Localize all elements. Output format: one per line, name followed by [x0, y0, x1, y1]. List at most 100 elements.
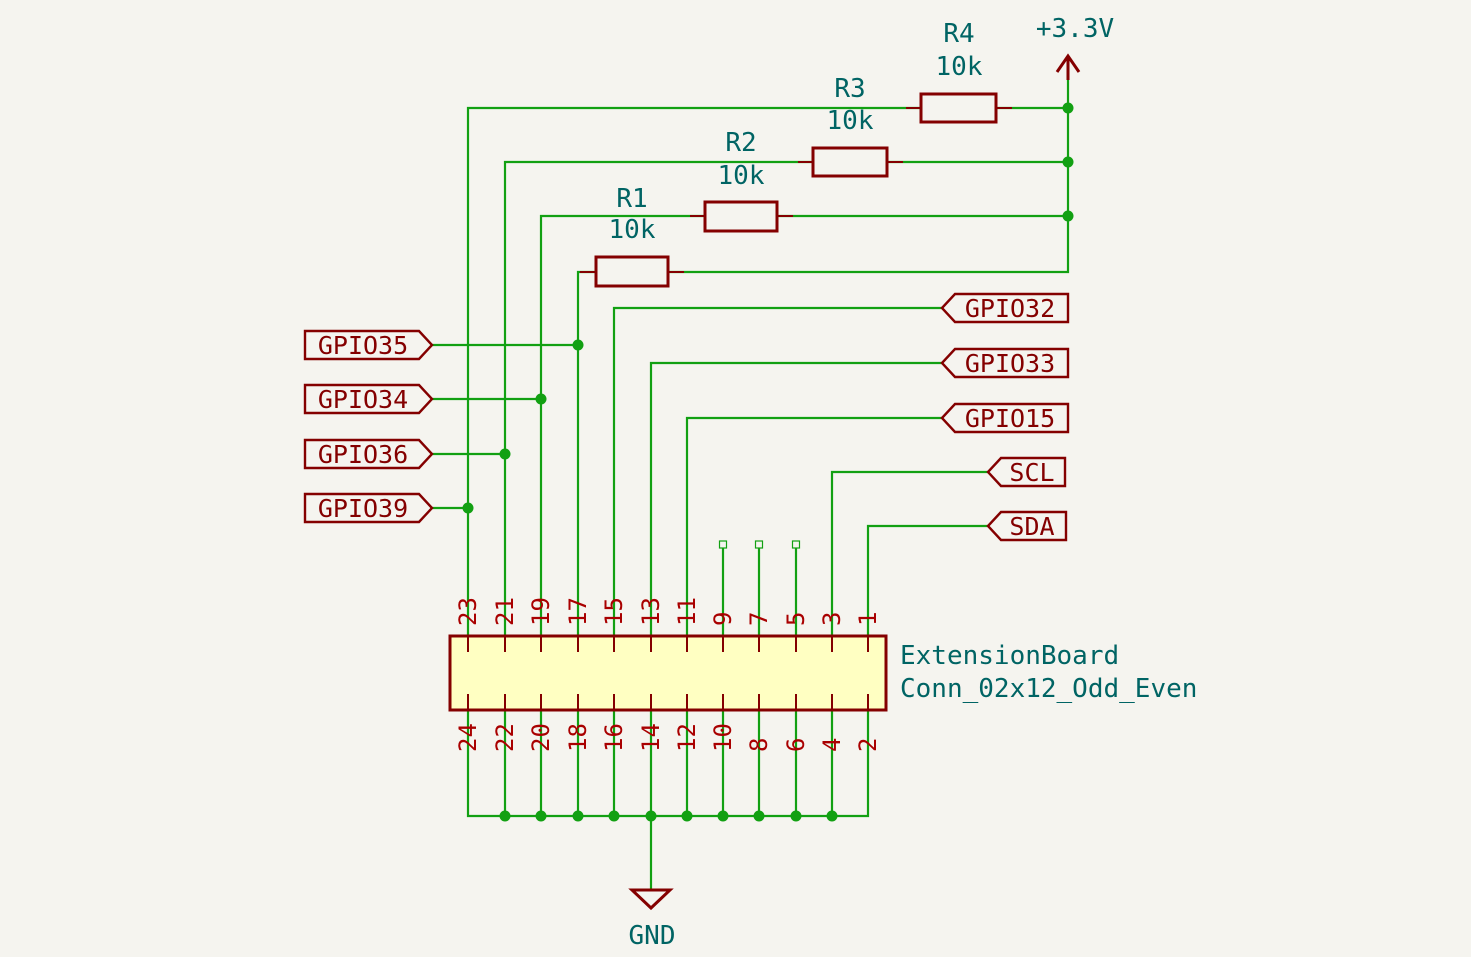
- pin-number-top: 17: [564, 597, 592, 626]
- junction-dot: [1062, 156, 1074, 168]
- pin-number-top: 5: [782, 612, 810, 626]
- label-text: GPIO33: [965, 349, 1055, 378]
- pin-number-bottom: 18: [564, 723, 592, 752]
- label-sda[interactable]: SDA: [986, 510, 1068, 542]
- label-gpio32[interactable]: GPIO32: [940, 292, 1070, 324]
- label-gpio33[interactable]: GPIO33: [940, 347, 1070, 379]
- pin-number-bottom: 12: [673, 723, 701, 752]
- ground-drops: [503, 710, 834, 890]
- net-pin23-wire: [466, 106, 920, 636]
- pin-number-bottom: 20: [527, 723, 555, 752]
- junction-dot: [1062, 102, 1074, 114]
- junction-dot: [681, 810, 693, 822]
- resistor-r2[interactable]: R2 10k: [690, 128, 793, 233]
- pin-number-bottom: 4: [818, 738, 846, 752]
- resistor-icon: [703, 200, 779, 233]
- pin-number-top: 3: [818, 612, 846, 626]
- label-shape: [303, 492, 434, 524]
- resistor-icon: [811, 146, 889, 178]
- pin-number-top: 9: [709, 612, 737, 626]
- label-text: GPIO39: [318, 494, 408, 523]
- label-shape: [940, 402, 1070, 434]
- gpio15-wire: [685, 416, 942, 636]
- resistor-value: 10k: [718, 161, 765, 191]
- label-gpio15[interactable]: GPIO15: [940, 402, 1070, 434]
- junction-dot: [572, 810, 584, 822]
- gnd-symbol[interactable]: GND: [628, 888, 676, 951]
- pin-number-top: 1: [854, 612, 882, 626]
- resistor-r3[interactable]: R3 10k: [798, 74, 903, 178]
- scl-wire: [830, 470, 988, 636]
- label-text: GPIO35: [318, 331, 408, 360]
- ground-bus-wire: [466, 710, 870, 818]
- label-shape: [940, 347, 1070, 379]
- resistor-ref: R2: [725, 128, 756, 158]
- label-text: GPIO34: [318, 385, 408, 414]
- junction-dot: [645, 810, 657, 822]
- resistor-ref: R4: [943, 19, 974, 49]
- label-text: GPIO32: [965, 294, 1055, 323]
- pin-number-bottom: 2: [854, 738, 882, 752]
- junction-dot: [572, 339, 584, 351]
- label-shape: [303, 383, 434, 415]
- vcc-label: +3.3V: [1036, 14, 1114, 44]
- junction-dot: [717, 810, 729, 822]
- label-text: GPIO15: [965, 404, 1055, 433]
- net-pin19-wire: [539, 214, 704, 636]
- label-gpio39[interactable]: GPIO39: [303, 492, 434, 524]
- pin-number-bottom: 24: [454, 723, 482, 752]
- junctions: [462, 102, 1074, 822]
- label-shape: [986, 510, 1068, 542]
- pin-number-bottom: 10: [709, 723, 737, 752]
- junction-dot: [499, 448, 511, 460]
- ground-icon: [628, 888, 674, 911]
- resistor-value: 10k: [936, 52, 983, 82]
- resistor-value: 10k: [609, 215, 656, 245]
- junction-dot: [608, 810, 620, 822]
- pin-number-bottom: 16: [600, 723, 628, 752]
- label-gpio36[interactable]: GPIO36: [303, 438, 434, 470]
- connector-body: [448, 634, 888, 712]
- junction-dot: [462, 502, 474, 514]
- junction-dot: [535, 393, 547, 405]
- resistor-icon: [594, 255, 670, 288]
- pin-number-top: 21: [491, 597, 519, 626]
- pin-number-bottom: 22: [491, 723, 519, 752]
- junction-dot: [1062, 210, 1074, 222]
- sda-wire: [866, 524, 988, 636]
- junction-dot: [535, 810, 547, 822]
- label-gpio35[interactable]: GPIO35: [303, 329, 434, 361]
- pin-number-top: 13: [637, 597, 665, 626]
- label-shape: [986, 456, 1067, 488]
- junction-dot: [753, 810, 765, 822]
- label-gpio34[interactable]: GPIO34: [303, 383, 434, 415]
- no-connect-icon: [754, 540, 764, 549]
- no-connect-markers: [718, 540, 801, 549]
- pin-number-top: 7: [745, 612, 773, 626]
- label-scl[interactable]: SCL: [986, 456, 1067, 488]
- power-arrow-icon: [1055, 53, 1081, 80]
- resistor-r4[interactable]: R4 10k: [906, 19, 1012, 124]
- connector-pin-stubs: [467, 636, 869, 710]
- label-text: SCL: [1009, 458, 1054, 487]
- vcc-symbol[interactable]: +3.3V: [1036, 14, 1114, 80]
- resistor-ref: R3: [834, 74, 865, 104]
- pin-number-top: 23: [454, 597, 482, 626]
- label-text: SDA: [1009, 512, 1054, 541]
- resistor-icon: [919, 92, 998, 124]
- gpio33-wire: [649, 361, 942, 636]
- pin-number-top: 11: [673, 597, 701, 626]
- pin-number-bottom: 8: [745, 738, 773, 752]
- resistor-r1[interactable]: R1 10k: [580, 184, 684, 288]
- connector-value: Conn_02x12_Odd_Even: [900, 674, 1197, 704]
- junction-dot: [790, 810, 802, 822]
- pin-number-bottom: 14: [637, 723, 665, 752]
- label-shape: [303, 438, 434, 470]
- no-connect-icon: [791, 540, 801, 549]
- net-pin17-wire: [576, 270, 595, 636]
- connector-ref: ExtensionBoard: [900, 641, 1119, 671]
